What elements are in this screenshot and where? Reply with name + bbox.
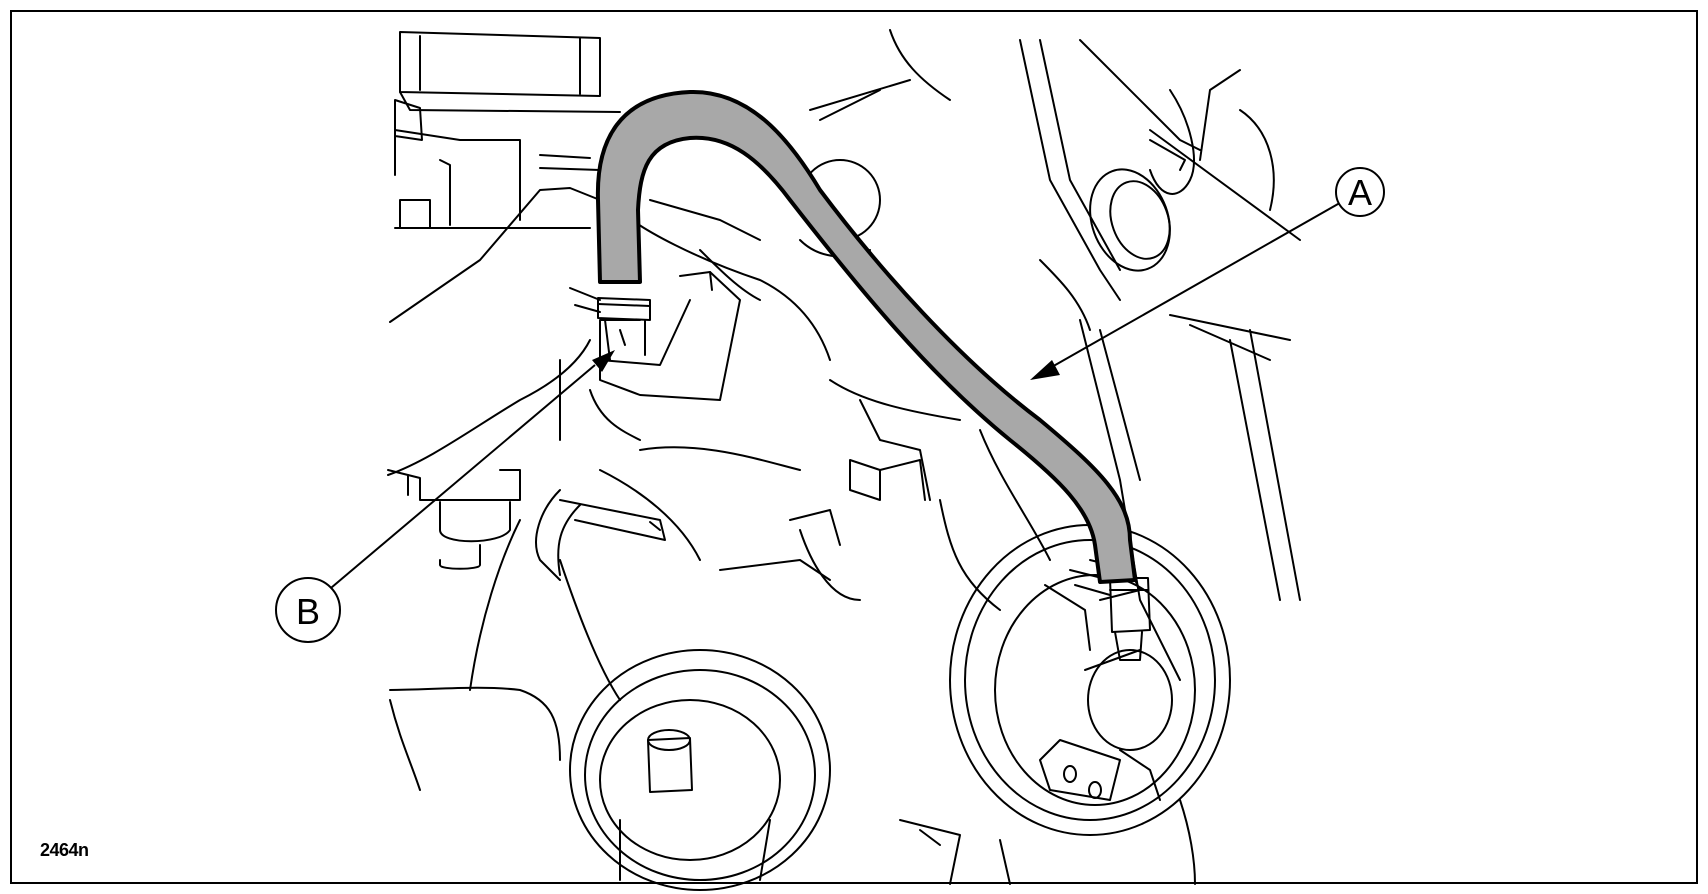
callout-a-label: A <box>1348 172 1372 213</box>
hose <box>595 89 1137 584</box>
figure-id: 2464n <box>40 840 89 860</box>
callout-b: B <box>275 350 615 643</box>
lower-left-pulley <box>569 649 831 891</box>
upper-left-housing <box>394 31 621 231</box>
bracket <box>599 271 741 401</box>
figure-frame <box>10 10 1698 884</box>
lower-right-pulley <box>899 524 1231 885</box>
callout-a: A <box>1030 167 1385 380</box>
lower-left-hose <box>469 489 666 701</box>
left-engine-body <box>387 187 641 791</box>
left-hose-fitting <box>569 287 651 361</box>
callout-b-label: B <box>296 591 320 632</box>
center-components <box>599 79 1051 611</box>
